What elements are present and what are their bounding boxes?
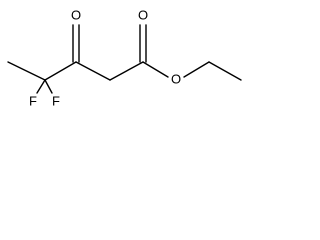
bond-ch2-ch3: [208, 61, 242, 81]
bond-c4-c3: [44, 61, 77, 81]
bond-c4-f-left: [36, 79, 46, 94]
bond-c2-c1: [109, 61, 144, 81]
chemical-structure: O O O F F: [7, 8, 242, 109]
fluorine-left-label: F: [29, 94, 37, 109]
oxygen-ketone-label: O: [71, 8, 81, 23]
oxygen-ester-carbonyl-label: O: [138, 8, 148, 23]
oxygen-ester-label: O: [171, 72, 181, 87]
fluorine-right-label: F: [52, 94, 60, 109]
bond-c3-c2: [75, 61, 111, 81]
bond-o-ester-ch2: [183, 61, 210, 78]
bond-c4-f-right: [44, 79, 53, 94]
bond-c1-o-ester: [142, 61, 169, 78]
structure-canvas: O O O F F: [0, 0, 250, 112]
bond-c5-c4: [7, 61, 46, 81]
